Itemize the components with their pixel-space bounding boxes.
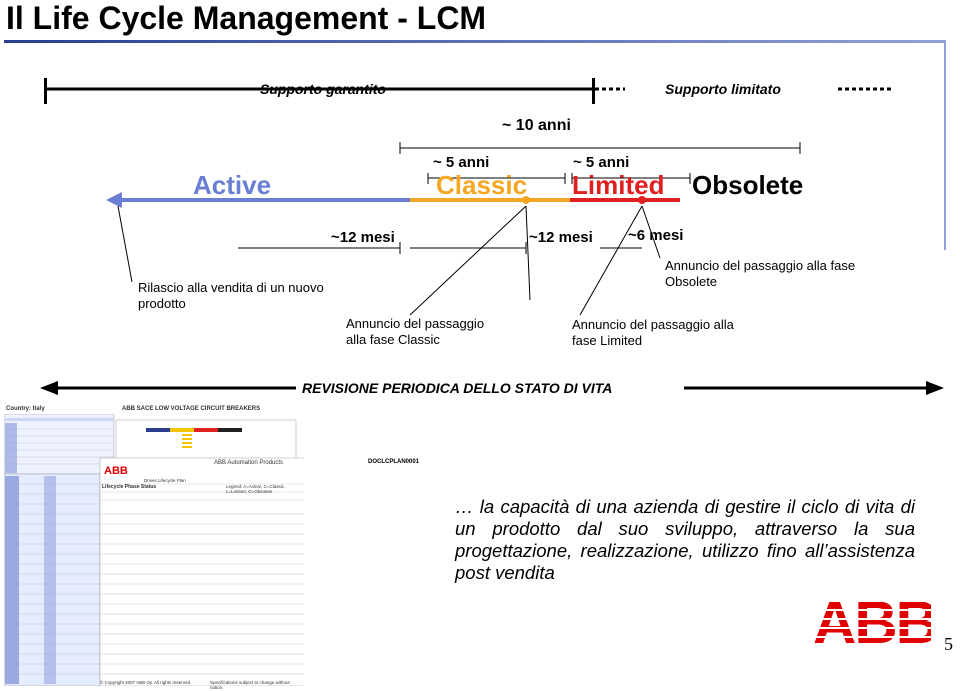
- release-note: Rilascio alla vendita di un nuovo prodot…: [138, 280, 324, 311]
- active-arrowhead: [106, 192, 122, 208]
- phase-obsolete: Obsolete: [692, 170, 804, 200]
- phase-classic: Classic: [436, 170, 528, 200]
- doc-plan: Drives Lifecycle Plan: [144, 478, 186, 483]
- doc-country: Country: Italy: [6, 406, 45, 412]
- doc-header: ABB SACE LOW VOLTAGE CIRCUIT BREAKERS: [122, 406, 261, 412]
- doc-id: DOCLCPLAN0001: [368, 459, 420, 465]
- abb-logo: ABB: [813, 593, 931, 647]
- doc-table-title: Lifecycle Phase Status: [102, 484, 157, 490]
- title-underline: [4, 40, 946, 43]
- classic-note: Annuncio del passaggio alla fase Classic: [346, 316, 485, 347]
- phase-arrow: [106, 192, 680, 208]
- classic-notice-dot: [522, 196, 530, 204]
- abb-logo-text: ABB: [813, 593, 931, 647]
- review-label: REVISIONE PERIODICA DELLO STATO DI VITA: [302, 380, 613, 396]
- right-border: [944, 40, 946, 250]
- active-notice-duration: ~12 mesi: [331, 229, 395, 246]
- doc-table-graphic: ABB: [4, 414, 304, 686]
- total-duration-label: ~ 10 anni: [502, 117, 571, 134]
- review-arrow: [40, 381, 944, 395]
- page-number: 5: [944, 634, 953, 654]
- ten-years-bracket: [399, 142, 801, 184]
- pointer-lines: [117, 205, 661, 316]
- limited-duration-label: ~ 5 anni: [573, 154, 630, 171]
- doc-legend: Legend: A=Active, C=Classic, L=Limited, …: [226, 484, 286, 494]
- support-limited-tick: [592, 78, 595, 104]
- notice-brackets: [238, 242, 642, 254]
- obsolete-note: Annuncio del passaggio alla fase Obsolet…: [665, 258, 856, 289]
- doc-footer: © Copyright 2007 ABB Oy. All rights rese…: [100, 680, 192, 685]
- phase-limited: Limited: [572, 170, 665, 200]
- lcm-definition-quote: … la capacità di una azienda di gestire …: [455, 496, 915, 583]
- lifecycle-document-thumbnail: Country: Italy ABB SACE LOW VOLTAGE CIRC…: [4, 404, 304, 690]
- limited-notice-dot: [638, 196, 646, 204]
- support-bar: [44, 78, 892, 104]
- limited-notice-duration: ~6 mesi: [628, 227, 684, 244]
- lifecycle-diagram: [44, 78, 892, 316]
- support-start-tick: [44, 78, 47, 104]
- page-title: Il Life Cycle Management - LCM: [6, 0, 487, 36]
- classic-duration-label: ~ 5 anni: [433, 154, 490, 171]
- limited-note: Annuncio del passaggio alla fase Limited: [572, 317, 734, 348]
- support-limited-label: Supporto limitato: [665, 81, 781, 97]
- support-guaranteed-label: Supporto garantito: [260, 81, 386, 97]
- svg-text:ABB: ABB: [104, 465, 128, 477]
- phase-active: Active: [193, 170, 272, 200]
- classic-notice-duration: ~12 mesi: [529, 229, 593, 246]
- doc-subtitle: ABB Automation Products: [214, 460, 284, 466]
- doc-footer-2: Specifications subject to change without…: [210, 680, 290, 690]
